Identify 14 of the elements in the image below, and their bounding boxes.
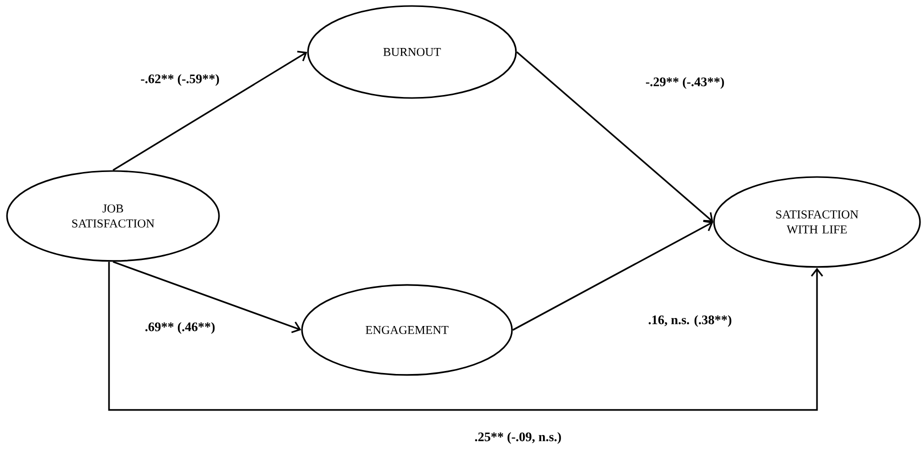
edge-label: .69** (.46**) bbox=[144, 321, 216, 335]
arrow bbox=[512, 220, 714, 331]
arrow bbox=[516, 51, 714, 222]
ellipse-node: BURNOUT bbox=[307, 5, 517, 99]
edge-label: -.62** (-.59**) bbox=[139, 73, 221, 87]
ellipse-node: ENGAGEMENT bbox=[301, 284, 513, 376]
edge-label: .25** (-.09, n.s.) bbox=[474, 431, 563, 445]
ellipse-node: JOB SATISFACTION bbox=[6, 170, 220, 262]
edge-label: -.29** (-.43**) bbox=[644, 76, 726, 90]
ellipse-node: SATISFACTION WITH LIFE bbox=[713, 176, 921, 268]
edge-label: .16, n.s. (.38**) bbox=[647, 314, 733, 328]
arrow bbox=[112, 50, 308, 171]
arrow bbox=[108, 262, 824, 411]
arrow bbox=[112, 261, 302, 334]
